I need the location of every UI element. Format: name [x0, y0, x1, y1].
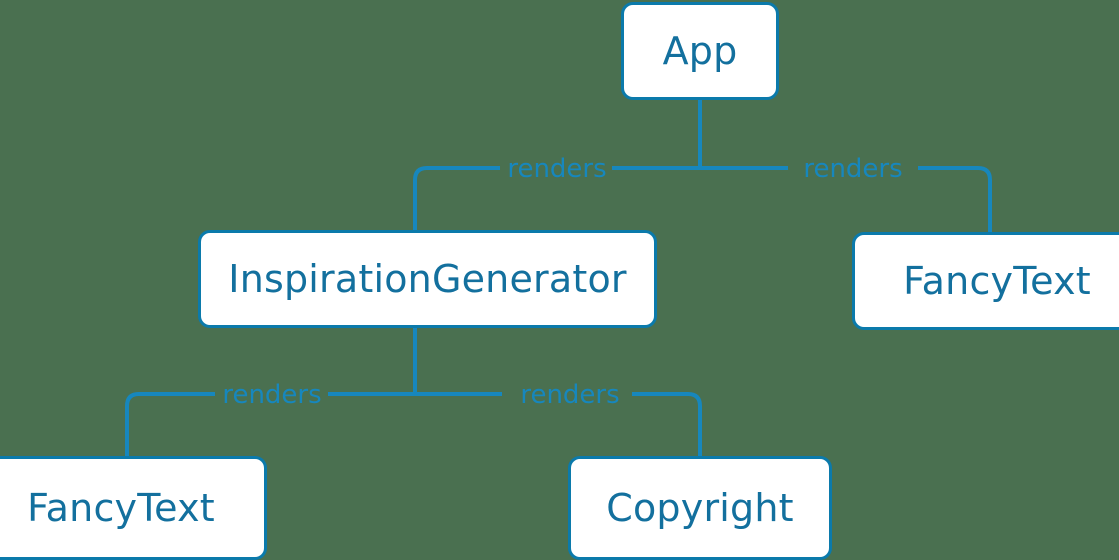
node-inspiration-generator[interactable]: InspirationGenerator: [198, 230, 657, 328]
edge-label-inspiration-generator-to-copyright: renders: [520, 380, 620, 410]
edge-label-inspiration-generator-to-fancytext: renders: [222, 380, 322, 410]
edge-inspirationgenerator-to-fancytext: [125, 392, 415, 456]
edge-app-to-inspirationgenerator: [413, 166, 700, 230]
node-app-label: App: [662, 29, 738, 73]
edge-inspirationgenerator-to-copyright: [415, 392, 702, 456]
edge-label-app-to-inspiration-generator: renders: [507, 154, 607, 184]
node-fancytext-bottom-left-label: FancyText: [27, 486, 215, 530]
node-copyright[interactable]: Copyright: [568, 456, 832, 560]
node-app[interactable]: App: [621, 2, 779, 100]
node-inspiration-generator-label: InspirationGenerator: [228, 257, 627, 301]
node-fancytext-bottom-left[interactable]: FancyText: [0, 456, 267, 560]
node-fancytext-right[interactable]: FancyText: [852, 232, 1119, 330]
edge-label-app-to-fancytext-right: renders: [803, 154, 903, 184]
node-copyright-label: Copyright: [606, 486, 794, 530]
edge-app-to-fancytext-right: [700, 166, 992, 232]
node-fancytext-right-label: FancyText: [903, 259, 1091, 303]
